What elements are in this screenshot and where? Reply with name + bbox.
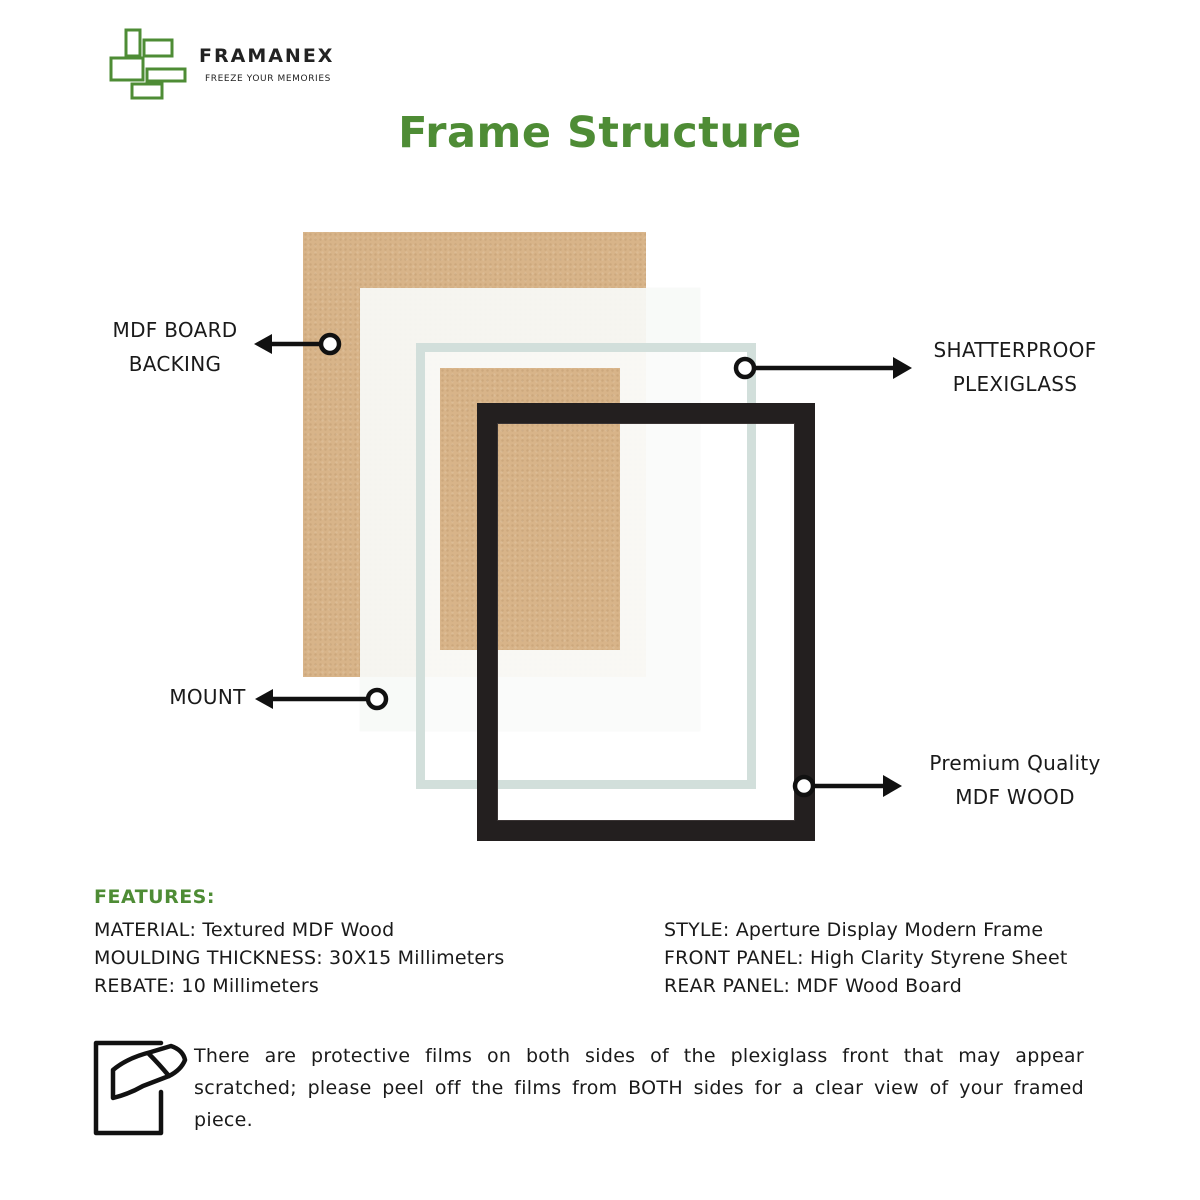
mount-arrow-head [255, 689, 273, 709]
feature-style: STYLE: Aperture Display Modern Frame [664, 919, 1044, 941]
brand-tagline: FREEZE YOUR MEMORIES [205, 74, 331, 84]
label-backing-line2: BACKING [128, 352, 222, 376]
frame-arrow-dot [792, 774, 816, 798]
peel-film-icon [93, 1040, 188, 1136]
label-mount: MOUNT [169, 685, 246, 709]
feature-front-panel: FRONT PANEL: High Clarity Styrene Sheet [664, 947, 1068, 969]
feature-material: MATERIAL: Textured MDF Wood [94, 919, 395, 941]
plexi-arrow-head [893, 357, 912, 379]
label-premium-mdf-wood: Premium Quality MDF WOOD [910, 746, 1120, 814]
label-mdf-board-backing: MDF BOARD BACKING [95, 313, 255, 381]
label-backing-line1: MDF BOARD [112, 318, 238, 342]
feature-moulding-thickness: MOULDING THICKNESS: 30X15 Millimeters [94, 947, 505, 969]
features-left-list: MATERIAL: Textured MDF Wood MOULDING THI… [94, 916, 504, 1000]
brand-logo-icon [109, 28, 187, 100]
label-plexi-line2: PLEXIGLASS [952, 372, 1078, 396]
protective-film-notice: There are protective films on both sides… [194, 1045, 1084, 1131]
mdf-wood-frame [477, 403, 815, 841]
label-frame-line1: Premium Quality [929, 751, 1101, 775]
feature-rebate: REBATE: 10 Millimeters [94, 975, 319, 997]
features-right-list: STYLE: Aperture Display Modern Frame FRO… [664, 916, 1068, 1000]
label-plexi-line1: SHATTERPROOF [933, 338, 1097, 362]
mount-arrow-dot [365, 687, 389, 711]
backing-arrow-head [254, 334, 272, 354]
brand-name: FRAMANEX [199, 45, 335, 67]
feature-rear-panel: REAR PANEL: MDF Wood Board [664, 975, 962, 997]
label-frame-line2: MDF WOOD [955, 785, 1075, 809]
features-heading: FEATURES: [94, 886, 215, 908]
frame-arrow-head [883, 775, 902, 797]
page-title: Frame Structure [398, 108, 802, 158]
label-shatterproof-plexiglass: SHATTERPROOF PLEXIGLASS [910, 333, 1120, 401]
plexi-arrow-dot [733, 356, 757, 380]
backing-arrow-dot [318, 332, 342, 356]
